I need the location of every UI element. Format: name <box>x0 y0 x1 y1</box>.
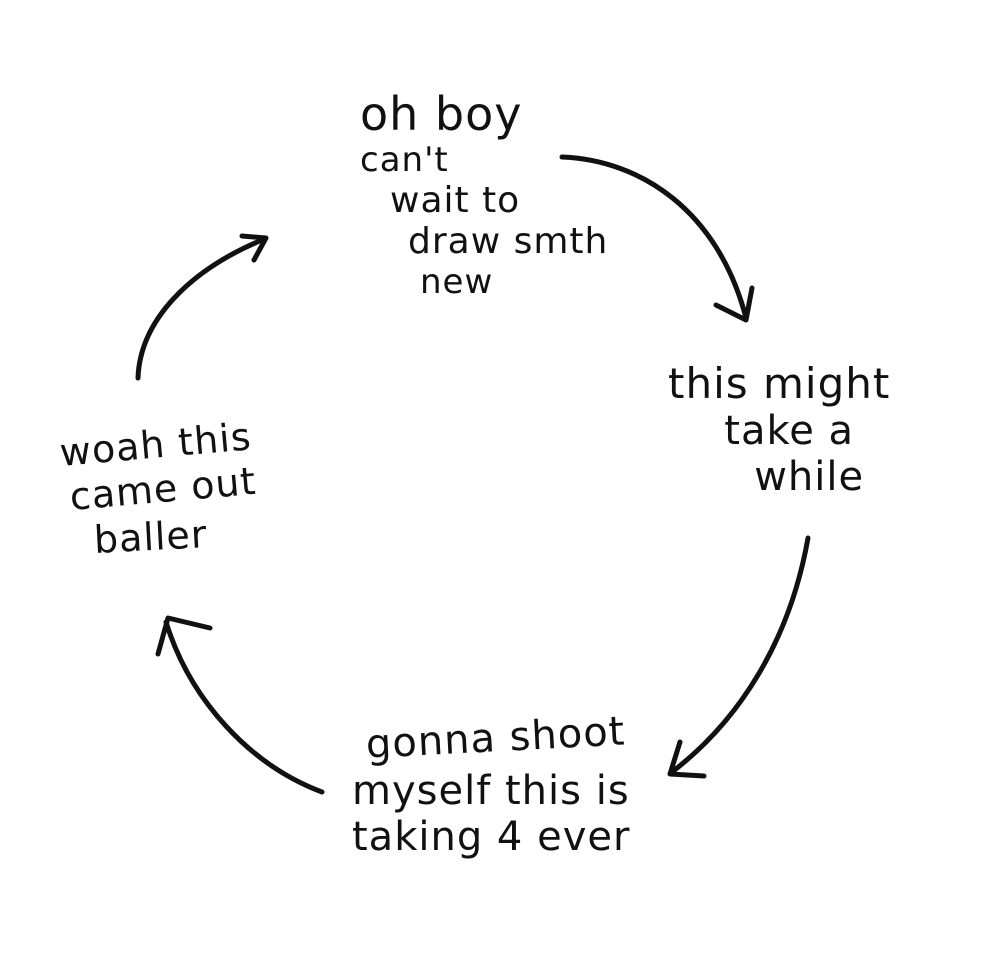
arrow-left-to-top <box>135 233 269 381</box>
arrow-top-to-right-head <box>713 285 755 323</box>
node-top-line: can't <box>360 139 449 180</box>
arrow-right-to-bottom-shaft <box>669 535 811 775</box>
node-left: woah this came out baller <box>58 414 258 563</box>
node-bottom-line: taking 4 ever <box>352 814 631 860</box>
arrow-left-to-top-shaft <box>135 237 265 381</box>
node-top: oh boy can't wait to draw smth new <box>360 88 608 302</box>
arrow-right-to-bottom <box>667 535 811 779</box>
node-right-line: take a <box>724 408 855 455</box>
node-left-line: baller <box>92 512 209 563</box>
node-right-line: while <box>754 454 865 501</box>
arrow-left-to-top-head <box>239 233 269 263</box>
arrow-top-to-right-shaft <box>559 154 749 321</box>
arrow-top-to-right <box>559 154 755 323</box>
node-top-line: new <box>420 261 494 302</box>
arrow-bottom-to-left <box>155 615 325 795</box>
node-bottom-line: myself this is <box>352 768 630 814</box>
node-top-line: draw smth <box>408 221 609 263</box>
node-top-line: wait to <box>390 179 521 221</box>
arrow-bottom-to-left-head <box>155 615 213 657</box>
arrow-right-to-bottom-head <box>667 739 707 779</box>
node-bottom: gonna shoot myself this is taking 4 ever <box>352 708 631 860</box>
node-right-line: this might <box>668 359 891 408</box>
node-top-line: oh boy <box>360 87 523 141</box>
arrow-bottom-to-left-shaft <box>163 619 325 795</box>
node-right: this might take a while <box>668 359 891 501</box>
